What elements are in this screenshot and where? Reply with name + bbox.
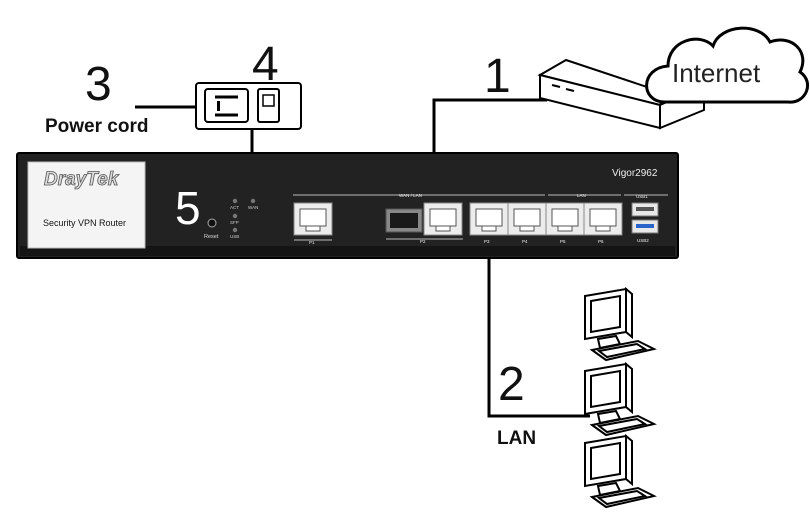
port-p5: P5 <box>545 202 585 244</box>
port-p6-label: P6 <box>598 239 604 244</box>
lan-computer-1 <box>584 286 657 362</box>
port-p4-label: P4 <box>522 239 528 244</box>
router-brand: DrayTek <box>44 169 120 190</box>
internet-label: Internet <box>672 58 761 88</box>
port-sfp: P2 <box>385 208 463 244</box>
led-label-sfp: SFP <box>230 220 239 225</box>
reset-button <box>207 218 217 228</box>
port-p1-label: P1 <box>309 240 315 245</box>
port-p3-label: P3 <box>484 239 490 244</box>
usb1-label: USB1 <box>636 194 648 199</box>
led-label-usb: USB <box>230 234 239 239</box>
internet-cloud: Internet <box>645 26 810 104</box>
port-p6: P6 <box>583 202 623 244</box>
router: DrayTek Security VPN Router Vigor2962 5 … <box>16 152 679 259</box>
router-subtitle: Security VPN Router <box>43 218 126 228</box>
status-leds: ACT WAN SFP USB <box>230 198 258 239</box>
usb-ports: USB2 <box>631 202 659 243</box>
power-cord-label: Power cord <box>45 116 148 137</box>
power-socket-switch <box>195 82 302 130</box>
callout-5: 5 <box>175 182 201 234</box>
lan-label: LAN <box>497 428 536 449</box>
usb2-label: USB2 <box>637 238 649 243</box>
lan-computer-3 <box>584 433 657 509</box>
callout-1: 1 <box>484 50 511 103</box>
led-label-act: ACT <box>230 205 239 210</box>
port-p5-label: P5 <box>560 239 566 244</box>
group-label-lan: LAN <box>577 193 586 198</box>
lan-cable <box>487 250 590 418</box>
callout-3: 3 <box>85 58 112 111</box>
led-label-wan: WAN <box>248 205 258 210</box>
reset-label: Reset <box>204 234 219 240</box>
port-p1: P1 <box>293 202 333 245</box>
port-p2 <box>423 202 463 236</box>
router-model: Vigor2962 <box>612 168 658 179</box>
callout-2: 2 <box>498 358 525 411</box>
port-p4: P4 <box>507 202 547 244</box>
port-p2-label: P2 <box>420 239 426 244</box>
lan-computer-2 <box>584 361 657 437</box>
group-label-wan-lan: WAN / LAN <box>399 193 422 198</box>
